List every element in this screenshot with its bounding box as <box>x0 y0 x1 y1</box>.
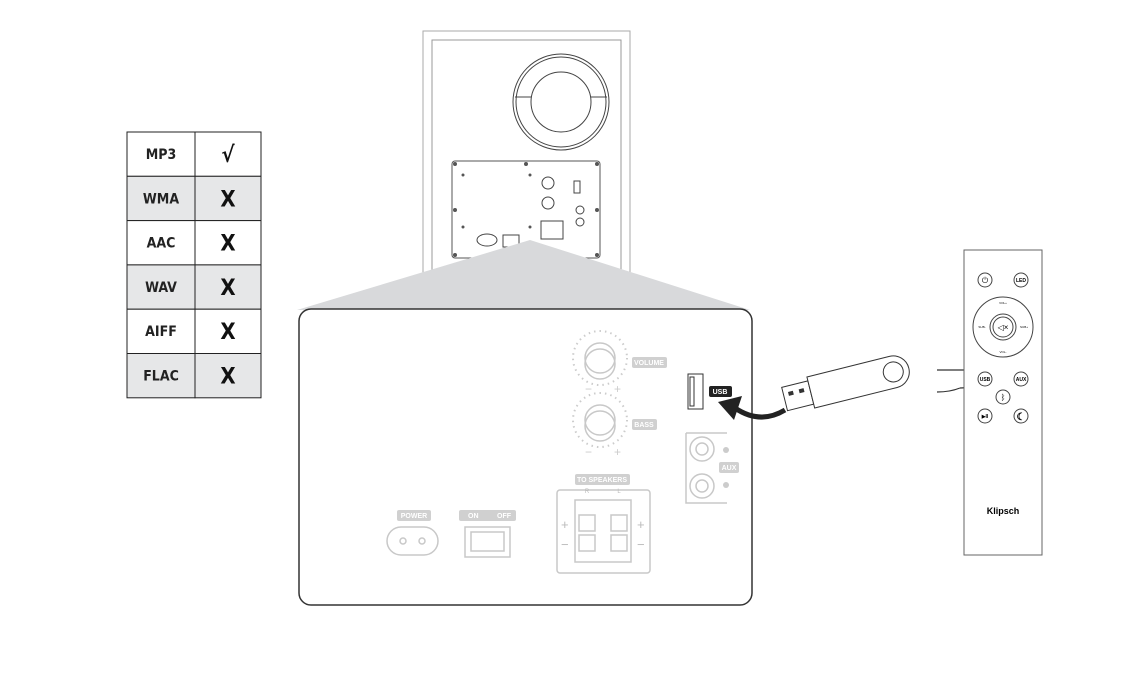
svg-text:⏻: ⏻ <box>982 276 989 285</box>
power-button-icon <box>977 272 993 288</box>
support-mark: X <box>220 365 235 390</box>
svg-text:SUB+: SUB+ <box>1020 325 1028 329</box>
bass-label: BASS <box>634 422 654 429</box>
svg-text:+: + <box>614 382 621 396</box>
format-name: MP3 <box>146 147 177 163</box>
svg-text:R: R <box>585 489 590 495</box>
subwoofer-rear-view <box>297 30 750 310</box>
bluetooth-icon <box>995 389 1011 405</box>
usb-port: USB <box>687 373 732 410</box>
format-name: AAC <box>147 236 176 252</box>
svg-text:+: + <box>637 517 645 532</box>
power-switch: ON OFF <box>459 510 516 558</box>
format-name: FLAC <box>143 369 179 385</box>
svg-text:−: − <box>561 537 569 552</box>
svg-text:−: − <box>585 445 592 459</box>
table-row: FLAC X <box>126 353 262 399</box>
svg-text:VOL-: VOL- <box>999 350 1006 354</box>
support-mark: X <box>220 232 235 257</box>
svg-text:VOL+: VOL+ <box>999 301 1007 305</box>
svg-text:+: + <box>614 445 621 459</box>
svg-text:LED: LED <box>1016 278 1026 284</box>
svg-text:−: − <box>637 537 645 552</box>
svg-text:POWER: POWER <box>401 513 427 520</box>
led-button <box>1013 272 1029 288</box>
format-support-table: MP3 √ WMA X AAC X WAV X AIFF X FLAC X <box>126 131 262 399</box>
power-inlet: POWER <box>386 510 439 556</box>
svg-text:SUB-: SUB- <box>978 325 985 329</box>
svg-text:USB: USB <box>980 377 991 383</box>
svg-text:−: − <box>585 382 592 396</box>
aux-inputs: AUX <box>685 432 739 504</box>
remote-control: ⏻ LED ◁× VOL+ VOL- SUB- SUB+ USB AUX ᛒ ▶… <box>963 249 1043 556</box>
bass-knob: − + BASS <box>572 392 657 459</box>
volume-label: VOLUME <box>634 360 664 367</box>
klipsch-logo: Klipsch <box>987 506 1020 516</box>
rear-panel-closeup: − + VOLUME − + BASS USB AUX <box>298 308 787 606</box>
format-name: WMA <box>143 191 179 207</box>
volume-knob: − + VOLUME <box>572 330 667 396</box>
svg-text:ON: ON <box>468 513 479 520</box>
table-row: WMA X <box>126 175 262 222</box>
table-row: WAV X <box>126 264 262 310</box>
mute-icon: ◁× <box>998 323 1009 332</box>
speaker-terminals: TO SPEAKERS R L + + − − <box>556 474 651 574</box>
svg-text:▶II: ▶II <box>981 414 989 420</box>
svg-text:AUX: AUX <box>1016 377 1027 383</box>
support-mark: √ <box>221 143 235 168</box>
sleep-moon-icon <box>1013 408 1029 424</box>
support-mark: X <box>220 276 235 301</box>
svg-text:L: L <box>617 489 621 495</box>
woofer-port-icon <box>512 53 610 151</box>
table-row: MP3 √ <box>126 131 262 177</box>
svg-text:ᛒ: ᛒ <box>1001 393 1006 402</box>
svg-text:TO SPEAKERS: TO SPEAKERS <box>577 477 627 484</box>
insert-arrow-icon <box>733 405 787 420</box>
format-name: AIFF <box>145 324 177 340</box>
usb-flash-drive-icon <box>781 355 910 412</box>
table-row: AAC X <box>126 220 262 266</box>
format-name: WAV <box>145 280 177 296</box>
svg-text:☾: ☾ <box>1017 412 1026 423</box>
support-mark: X <box>220 320 235 345</box>
support-mark: X <box>220 187 235 212</box>
svg-text:+: + <box>561 517 569 532</box>
svg-text:OFF: OFF <box>497 513 512 520</box>
table-row: AIFF X <box>126 308 262 355</box>
svg-text:AUX: AUX <box>722 465 737 472</box>
usb-label: USB <box>713 389 728 396</box>
